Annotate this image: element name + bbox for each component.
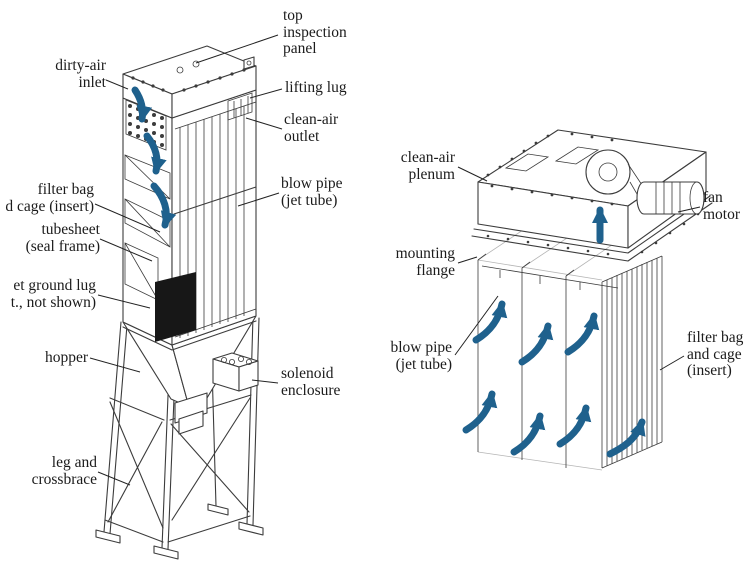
leader-clean-air-outlet	[245, 117, 283, 130]
label-top-inspection-panel: top inspection panel	[283, 7, 373, 58]
label-line: flange	[416, 261, 455, 279]
label-clean-air-outlet: clean-air outlet	[284, 111, 359, 145]
label-line: fan	[703, 189, 723, 206]
label-blow-pipe-right: blow pipe (jet tube)	[382, 339, 452, 373]
blow-pipe-manifold-shape	[481, 265, 619, 290]
label-line: and cage	[687, 345, 742, 363]
label-line: plenum	[408, 165, 456, 183]
mounting-flange-shape	[471, 195, 713, 262]
leader-clean-air-plenum	[457, 166, 488, 182]
leader-leg-crossbrace	[97, 471, 131, 486]
label-line: enclosure	[281, 381, 341, 399]
label-line: solenoid	[281, 365, 334, 382]
airflow-arrow	[556, 404, 592, 448]
label-line: leg and	[51, 454, 97, 471]
leader-ground-lug	[97, 294, 151, 309]
airflow-arrows-left	[131, 86, 177, 229]
label-line: et ground lug	[13, 277, 96, 294]
label-filter-bag-cage-right: filter bag and cage (insert)	[687, 329, 749, 380]
label-hopper: hopper	[0, 349, 88, 367]
label-line: outlet	[284, 127, 320, 145]
leader-blow-pipe-left	[237, 192, 280, 207]
leader-blow-pipe-right	[454, 295, 499, 356]
airflow-arrow	[564, 312, 600, 356]
clean-air-outlet-shape	[227, 92, 253, 121]
label-line: (insert)	[687, 362, 732, 379]
leader-lines	[89, 34, 701, 486]
label-line: blow pipe	[390, 339, 452, 356]
label-line: (jet tube)	[395, 355, 452, 373]
filter-bag-lines	[179, 106, 245, 338]
label-line: (jet tube)	[281, 191, 338, 209]
leader-tubesheet	[99, 238, 153, 262]
label-line: motor	[703, 205, 741, 223]
label-tubesheet: tubesheet (seal frame)	[0, 221, 100, 255]
tubesheet-line	[174, 101, 257, 338]
label-line: filter bag	[687, 329, 744, 346]
airflow-arrow	[131, 86, 153, 123]
label-line: clean-air	[400, 149, 455, 166]
label-line: filter bag	[37, 181, 94, 198]
label-line: crossbrace	[31, 470, 97, 488]
label-leg-crossbrace: leg and crossbrace	[5, 454, 97, 488]
leader-dirty-air-inlet	[105, 79, 129, 90]
label-dirty-air-inlet: dirty-air inlet	[28, 57, 106, 91]
label-line: mounting	[395, 245, 455, 262]
label-line: hopper	[44, 349, 88, 366]
label-line: (seal frame)	[25, 237, 100, 255]
leader-solenoid-enclosure	[251, 379, 279, 384]
label-lifting-lug: lifting lug	[285, 79, 370, 97]
right-collector-illustration	[462, 129, 713, 471]
label-line: inlet	[78, 73, 106, 91]
left-collector-illustration	[95, 45, 264, 560]
leg-and-crossbrace-shape	[95, 315, 264, 560]
airflow-arrow	[150, 182, 177, 229]
leader-filter-bag-right	[659, 355, 685, 371]
leader-fan-motor	[677, 206, 701, 213]
airflow-arrow	[518, 322, 554, 366]
top-inspection-panel-shape	[122, 45, 257, 121]
airflow-arrow	[143, 132, 167, 175]
label-line: panel	[283, 40, 317, 57]
label-line: t., not shown)	[10, 293, 96, 311]
inspection-hatches-shape	[504, 146, 600, 172]
label-line: lifting lug	[285, 79, 347, 96]
label-fan-motor: fan motor	[703, 189, 748, 223]
label-line: blow pipe	[281, 175, 343, 192]
label-line: dirty-air	[55, 57, 106, 74]
leader-filter-bag-left	[94, 203, 161, 233]
label-blow-pipe-left: blow pipe (jet tube)	[281, 175, 356, 209]
label-line: tubesheet	[41, 221, 100, 238]
lifting-lug-shape	[243, 56, 255, 70]
label-ground-lug: et ground lug t., not shown)	[0, 277, 96, 311]
solenoid-enclosure-shape	[212, 352, 259, 392]
label-solenoid-enclosure: solenoid enclosure	[281, 365, 361, 399]
label-filter-bag-cage-left: filter bag d cage (insert)	[0, 181, 94, 215]
airflow-arrow	[606, 418, 646, 458]
leader-top-inspection-panel	[195, 34, 279, 64]
leg-foot-pads	[95, 503, 264, 560]
airflow-arrow	[472, 300, 508, 344]
fan-motor-shape	[585, 149, 705, 215]
label-line: inspection	[283, 23, 347, 41]
access-opening-shape	[155, 272, 196, 342]
label-line: top	[283, 7, 303, 24]
leader-lifting-lug	[249, 88, 283, 99]
airflow-arrow	[510, 412, 546, 456]
blow-pipe-line	[173, 186, 257, 215]
airflow-arrow	[462, 390, 498, 434]
label-line: d cage (insert)	[5, 197, 94, 215]
label-line: clean-air	[284, 111, 339, 128]
leader-mounting-flange	[457, 256, 478, 264]
airflow-arrows-right	[462, 206, 646, 458]
label-clean-air-plenum: clean-air plenum	[387, 149, 456, 183]
label-mounting-flange: mounting flange	[385, 245, 455, 279]
leader-hopper	[89, 357, 141, 373]
